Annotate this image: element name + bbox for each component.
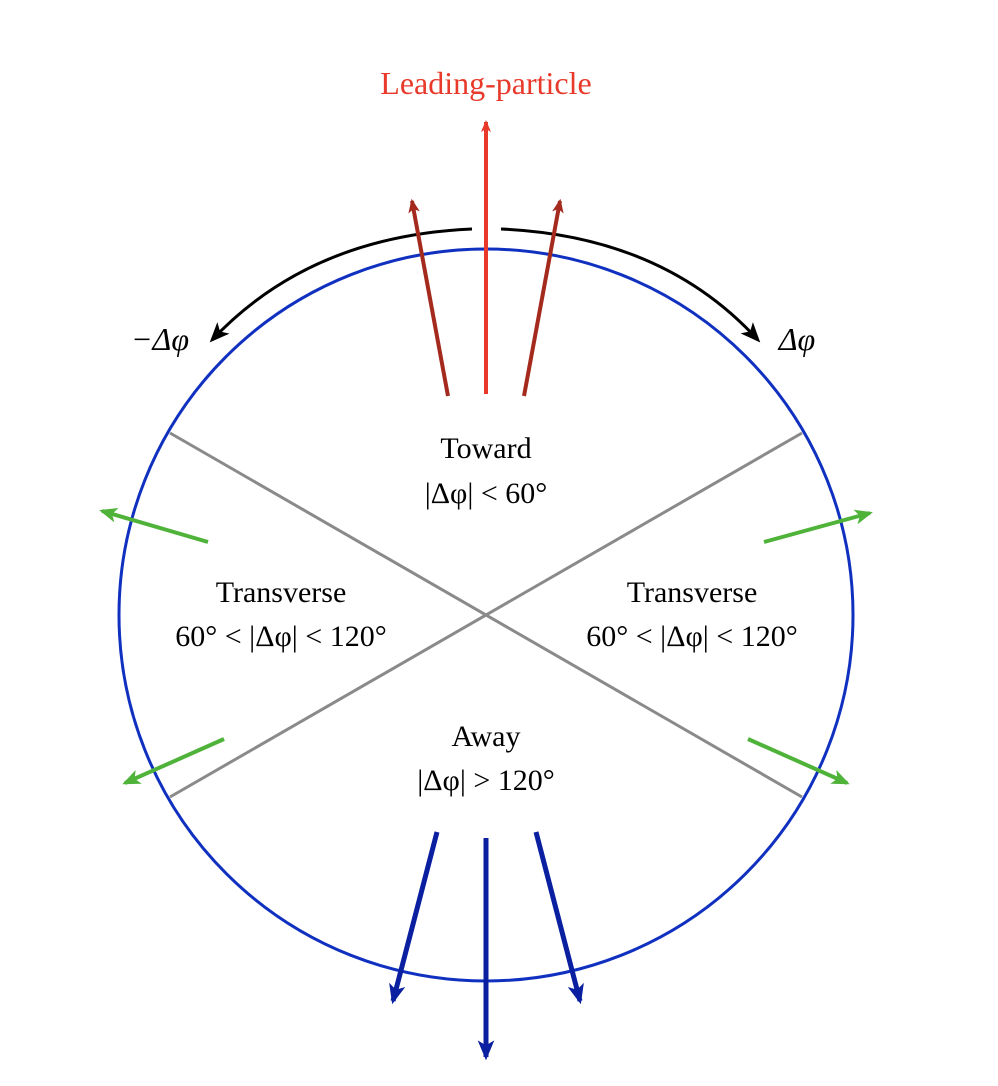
away-region-name: Away [452, 720, 521, 753]
transverse-left-region-condition: 60° < |Δφ| < 120° [175, 620, 386, 653]
away-arrow-left [389, 831, 440, 1005]
transverse-arrow-lower-right [747, 737, 850, 785]
transverse-arrow-upper-right [763, 509, 873, 544]
away-region-condition: |Δφ| > 120° [417, 764, 555, 797]
transverse-left-region-name: Transverse [216, 576, 347, 609]
positive-delta-phi-label: Δφ [777, 321, 815, 357]
negative-delta-phi-label: −Δφ [131, 321, 189, 357]
toward-arrow-right [522, 198, 564, 397]
away-arrow-right [533, 831, 584, 1005]
rotation-arc-right [500, 227, 761, 343]
toward-region-name: Toward [440, 432, 531, 465]
divider-line-ascending [169, 431, 803, 799]
rotation-arc-left [209, 227, 473, 343]
leading-particle-label: Leading-particle [380, 65, 591, 101]
toward-region-condition: |Δφ| < 60° [425, 477, 548, 510]
toward-arrow-left [408, 198, 450, 397]
transverse-arrow-lower-left [122, 737, 225, 785]
transverse-right-region-condition: 60° < |Δφ| < 120° [586, 620, 797, 653]
transverse-arrow-upper-left [99, 508, 209, 544]
transverse-right-region-name: Transverse [627, 576, 758, 609]
